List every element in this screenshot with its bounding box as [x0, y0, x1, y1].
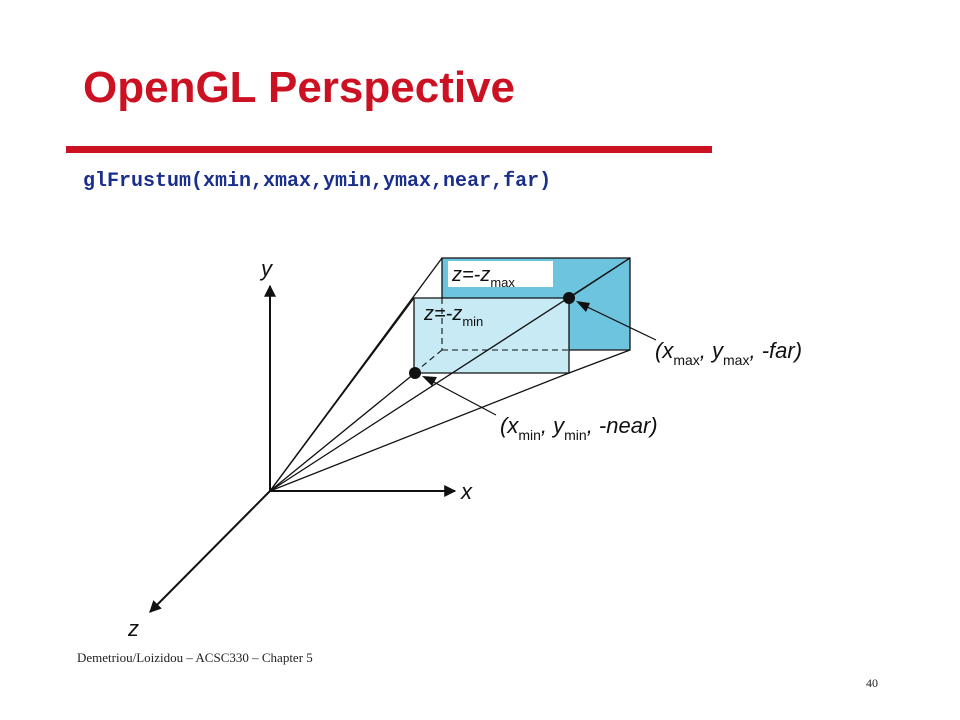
far-plane-label-box: [448, 261, 553, 287]
near-point-label: (xmin, ymin, -near): [500, 413, 658, 443]
slide-footer: Demetriou/Loizidou – ACSC330 – Chapter 5: [77, 650, 313, 665]
far-point-label: (xmax, ymax, -far): [655, 338, 802, 368]
page-number: 40: [866, 676, 878, 690]
far-plane-label: z=-zmax: [451, 264, 515, 290]
near-plane-label: z=-zmin: [423, 303, 483, 329]
code-glfrustum: glFrustum(xmin,xmax,ymin,ymax,near,far): [83, 170, 552, 193]
axis-label-z: z: [127, 616, 139, 641]
axis-label-y: y: [259, 256, 274, 281]
near-point-leader-arrowhead: [422, 376, 437, 386]
slide-title: OpenGL Perspective: [83, 63, 516, 112]
frustum-ray: [269, 372, 570, 492]
frustum-ray: [269, 297, 415, 492]
near-point-marker: [409, 367, 421, 379]
frustum-ray: [269, 372, 416, 492]
far-point-leader: [580, 303, 657, 341]
far-point-leader-arrowhead: [576, 301, 590, 312]
title-underline: [66, 146, 712, 153]
axis-label-x: x: [460, 479, 473, 504]
near-point-leader: [427, 378, 497, 416]
far-point-marker: [563, 292, 575, 304]
z-axis: [149, 490, 271, 613]
frustum-side-edge: [568, 349, 631, 374]
